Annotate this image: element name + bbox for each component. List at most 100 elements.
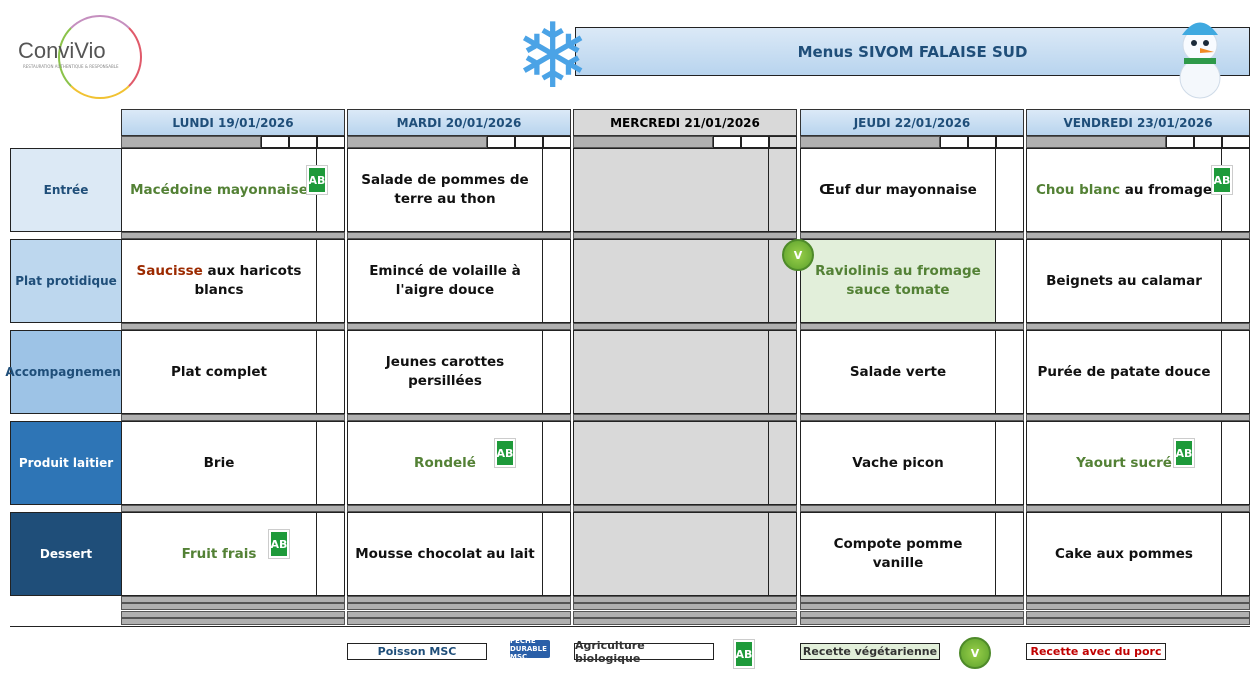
category-label: Entrée [10,148,122,232]
bottom-rule [10,626,1250,627]
day-subheader-bar [1026,136,1166,148]
meal-text: Chou blanc [1035,181,1121,198]
day-header: VENDREDI 23/01/2026 [1026,109,1250,136]
footer-bar [347,603,571,610]
menu-side-cell [316,421,345,505]
logo-ring [58,15,142,99]
meal-name: Saucisse aux haricots blancs [128,262,310,300]
menu-cell [573,239,769,323]
row-separator [800,323,1024,330]
menu-cell: Saucisse aux haricots blancs [121,239,317,323]
meal-name: Emincé de volaille à l'aigre douce [354,262,536,300]
meal-name: Salade verte [850,363,946,382]
menu-side-cell [542,421,571,505]
menu-side-cell [995,148,1024,232]
menu-cell [573,148,769,232]
meal-name: Rondelé [414,454,476,473]
day-subheader-cell [515,136,543,148]
category-label: Accompagnement [5,330,127,414]
meal-name: Plat complet [171,363,267,382]
day-subheader-cell [940,136,968,148]
day-subheader-cell [741,136,769,148]
day-subheader-cell [1194,136,1222,148]
convivio-logo: ConviVio RESTAURATION AUTHENTIQUE & RESP… [18,15,143,99]
meal-text: Yaourt sucré [1076,454,1172,471]
footer-bar [121,596,345,603]
menu-side-cell [768,330,797,414]
footer-bar [1026,618,1250,625]
meal-text: aux haricots blancs [194,263,302,298]
menu-cell: Beignets au calamar [1026,239,1222,323]
row-separator [573,505,797,512]
menu-side-cell [1221,239,1250,323]
meal-text: Salade de pommes de terre au thon [361,172,529,207]
day-subheader-cell [261,136,289,148]
msc-icon: PÊCHE DURABLE MSC [510,637,550,661]
row-separator [1026,505,1250,512]
row-separator [800,414,1024,421]
row-separator [347,323,571,330]
footer-bar [121,611,345,618]
menu-cell: Purée de patate douce [1026,330,1222,414]
menu-cell: Chou blanc au fromage [1026,148,1222,232]
menu-cell: Jeunes carottes persillées [347,330,543,414]
meal-text: Compote pomme vanille [833,536,963,571]
meal-text: Saucisse [136,263,203,279]
ab-bio-icon: AB [1173,438,1195,468]
page-title: Menus SIVOM FALAISE SUD [575,27,1250,76]
meal-name: Raviolinis au fromage sauce tomate [807,262,989,300]
category-label: Plat protidique [10,239,122,323]
row-separator [1026,323,1250,330]
menu-cell: Vache picon [800,421,996,505]
footer-bar [121,603,345,610]
menu-side-cell [1221,330,1250,414]
meal-text: au fromage [1120,181,1213,198]
logo-tagline: RESTAURATION AUTHENTIQUE & RESPONSABLE [23,64,119,69]
menu-cell [573,330,769,414]
day-subheader-bar [121,136,261,148]
meal-text: Jeunes carottes persillées [385,354,505,389]
footer-bar [1026,603,1250,610]
ab-bio-icon: AB [306,165,328,195]
menu-side-cell [542,239,571,323]
legend-msc: Poisson MSC [347,643,487,660]
meal-name: Vache picon [852,454,943,473]
menu-side-cell [1221,512,1250,596]
footer-bar [800,611,1024,618]
meal-text: Œuf dur mayonnaise [819,181,977,198]
row-separator [121,505,345,512]
menu-side-cell [316,512,345,596]
row-separator [347,505,571,512]
category-label: Dessert [10,512,122,596]
menu-cell: Salade verte [800,330,996,414]
ab-bio-icon: AB [494,438,516,468]
footer-bar [347,618,571,625]
menu-cell: Salade de pommes de terre au thon [347,148,543,232]
footer-bar [800,618,1024,625]
meal-text: Macédoine mayonnaise [130,181,308,198]
menu-cell: Mousse chocolat au lait [347,512,543,596]
footer-bar [347,596,571,603]
legend-pork: Recette avec du porc [1026,643,1166,660]
menu-cell [573,421,769,505]
menu-cell: Macédoine mayonnaise [121,148,317,232]
day-subheader-bar [573,136,713,148]
meal-text: Beignets au calamar [1046,272,1202,289]
meal-text: Fruit frais [181,545,257,562]
row-separator [1026,414,1250,421]
meal-name: Cake aux pommes [1055,545,1193,564]
day-subheader-bar [347,136,487,148]
day-subheader-bar [800,136,940,148]
meal-name: Mousse chocolat au lait [355,545,535,564]
row-separator [800,505,1024,512]
meal-name: Salade de pommes de terre au thon [354,171,536,209]
row-separator [573,323,797,330]
menu-cell: Œuf dur mayonnaise [800,148,996,232]
footer-bar [121,618,345,625]
menu-side-cell [542,512,571,596]
row-separator [1026,232,1250,239]
meal-text: Raviolinis au fromage sauce tomate [815,263,981,298]
day-subheader-cell [487,136,515,148]
menu-cell: Compote pomme vanille [800,512,996,596]
meal-name: Fruit frais [182,545,257,564]
